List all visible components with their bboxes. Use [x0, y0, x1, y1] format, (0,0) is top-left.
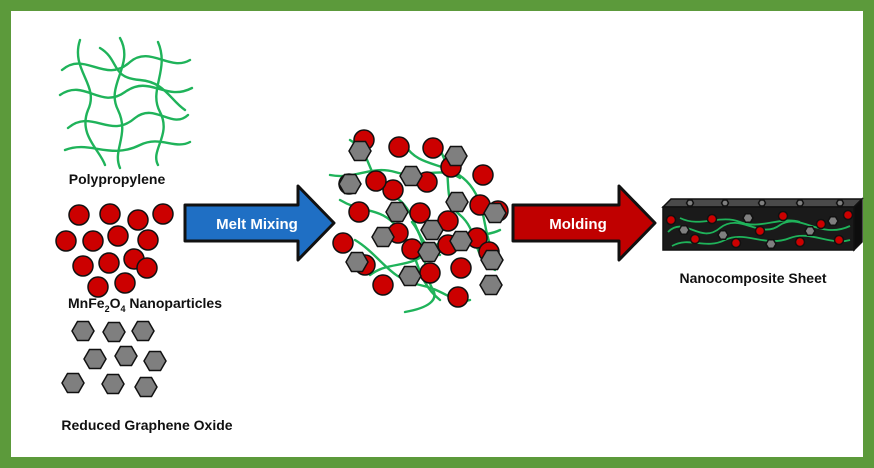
graphene-flake-icon — [61, 372, 85, 394]
graphene-flake-icon — [131, 320, 155, 342]
nanoparticle-icon — [472, 164, 494, 186]
nanoparticle-icon — [706, 213, 718, 225]
polymer-fiber — [98, 46, 187, 112]
graphene-flake-icon — [720, 199, 730, 207]
graphene-flake-icon — [420, 219, 444, 241]
graphene-flake-icon — [795, 199, 805, 207]
polymer-fiber — [63, 140, 192, 153]
graphene-flake-icon — [717, 229, 729, 241]
graphene-flake-icon — [71, 320, 95, 342]
graphene-flake-icon — [480, 249, 504, 271]
nanoparticles-label: MnFe2O4 Nanoparticles — [68, 295, 222, 314]
nanoparticle-icon — [794, 236, 806, 248]
graphene-flake-icon — [483, 202, 507, 224]
graphene-flake-icon — [338, 173, 362, 195]
nanoparticle-icon — [332, 232, 354, 254]
polymer-fiber — [113, 36, 126, 170]
nanoparticle-icon — [422, 137, 444, 159]
graphene-flake-icon — [399, 165, 423, 187]
graphene-flake-icon — [417, 241, 441, 263]
nanoparticle-icon — [382, 179, 404, 201]
polypropylene-label: Polypropylene — [69, 171, 166, 187]
molding-arrow: Molding — [511, 184, 657, 262]
graphene-flake-icon — [101, 373, 125, 395]
nanoparticle-icon — [72, 255, 94, 277]
polymer-fiber — [76, 38, 107, 167]
polymer-fiber — [58, 84, 194, 99]
graphene-flake-icon — [742, 212, 754, 224]
graphene-flake-icon — [371, 226, 395, 248]
nanoparticle-icon — [833, 234, 845, 246]
nanoparticle-icon — [777, 210, 789, 222]
polymer-fiber — [671, 234, 851, 247]
nanoparticle-icon — [815, 218, 827, 230]
nanoparticle-icon — [388, 136, 410, 158]
polypropylene-fiber-icon — [58, 36, 194, 170]
melt-mixing-arrow: Melt Mixing — [183, 184, 336, 262]
graphene-flake-icon — [827, 215, 839, 227]
polymer-fiber — [667, 220, 851, 235]
nanoparticle-icon — [842, 209, 854, 221]
nanoparticle-icon — [98, 252, 120, 274]
nanocomposite-sheet-icon — [661, 197, 864, 252]
nanoparticle-icon — [68, 204, 90, 226]
graphene-flake-icon — [757, 199, 767, 207]
graphene-flake-icon — [345, 251, 369, 273]
nanoparticle-icon — [409, 202, 431, 224]
nanoparticle-icon — [689, 233, 701, 245]
graphene-flake-icon — [685, 199, 695, 207]
nanoparticle-cluster-icon — [55, 203, 174, 298]
nanoparticle-icon — [730, 237, 742, 249]
nanoparticle-icon — [365, 170, 387, 192]
graphene-flake-icon — [143, 350, 167, 372]
graphene-flake-icon — [134, 376, 158, 398]
nanoparticle-icon — [82, 230, 104, 252]
graphene-flake-icon — [835, 199, 845, 207]
nanoparticle-icon — [152, 203, 174, 225]
graphene-flake-icon — [114, 345, 138, 367]
nanoparticle-icon — [137, 229, 159, 251]
polymer-fiber — [403, 220, 436, 314]
molding-label: Molding — [549, 216, 606, 233]
graphene-flake-icon — [479, 274, 503, 296]
nanoparticle-icon — [665, 214, 677, 226]
graphene-flake-icon — [385, 201, 409, 223]
nanoparticle-icon — [754, 225, 766, 237]
nanoparticle-icon — [136, 257, 158, 279]
nanoparticle-icon — [87, 276, 109, 298]
graphene-flake-icon — [348, 140, 372, 162]
sheet-label: Nanocomposite Sheet — [679, 270, 826, 286]
polymer-fiber — [403, 143, 502, 262]
nanoparticle-icon — [447, 286, 469, 308]
polymer-fiber — [60, 55, 192, 72]
nanoparticle-icon — [127, 209, 149, 231]
blend-particle-cluster-icon — [332, 129, 509, 308]
graphene-flake-icon — [804, 225, 816, 237]
graphene-flake-icon — [449, 230, 473, 252]
polymer-fiber — [155, 40, 165, 167]
graphene-label: Reduced Graphene Oxide — [61, 417, 232, 433]
nanoparticle-icon — [372, 274, 394, 296]
sheet-side-face — [853, 197, 863, 252]
melt-mixing-label: Melt Mixing — [216, 216, 298, 233]
nanoparticle-icon — [450, 257, 472, 279]
graphene-flake-icon — [765, 238, 777, 250]
nanoparticle-icon — [114, 272, 136, 294]
graphene-flake-icon — [398, 265, 422, 287]
nanoparticle-icon — [348, 201, 370, 223]
graphene-flake-icon — [83, 348, 107, 370]
graphene-flake-icon — [445, 191, 469, 213]
nanoparticle-icon — [99, 203, 121, 225]
graphene-flake-icon — [102, 321, 126, 343]
graphene-flake-cluster-icon — [61, 320, 167, 398]
nanoparticle-icon — [107, 225, 129, 247]
nanoparticle-icon — [419, 262, 441, 284]
nanoparticle-icon — [55, 230, 77, 252]
graphene-flake-icon — [444, 145, 468, 167]
graphene-flake-icon — [678, 224, 690, 236]
